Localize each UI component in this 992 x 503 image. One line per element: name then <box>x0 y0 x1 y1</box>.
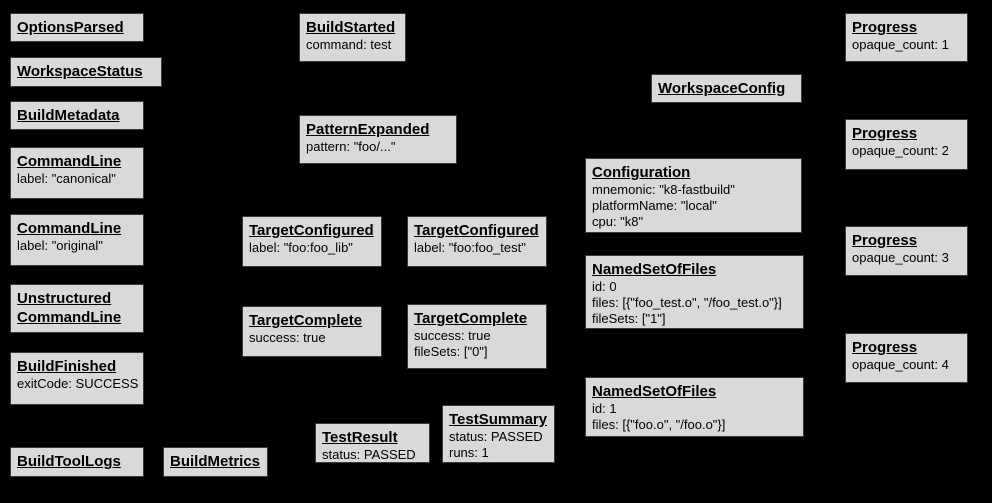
target-configured-foo-lib-field: label: "foo:foo_lib" <box>249 240 353 255</box>
named-set-of-files-0-field: files: [{"foo_test.o", "/foo_test.o"}] <box>592 295 782 310</box>
named-set-of-files-1-field: id: 1 <box>592 401 617 416</box>
test-summary-field: status: PASSED <box>449 429 543 444</box>
workspace-status-box: WorkspaceStatus <box>10 57 162 87</box>
target-configured-foo-test-title: TargetConfigured <box>414 222 539 239</box>
options-parsed-box: OptionsParsed <box>10 13 144 42</box>
pattern-expanded-field: pattern: "foo/..." <box>306 139 396 154</box>
target-complete-foo-test-field: success: true <box>414 328 491 343</box>
command-line-canonical-title: CommandLine <box>17 153 122 170</box>
workspace-config-box: WorkspaceConfig <box>651 74 802 103</box>
test-result-title: TestResult <box>322 429 398 446</box>
named-set-of-files-0-title: NamedSetOfFiles <box>592 261 717 278</box>
test-summary-title: TestSummary <box>449 411 548 428</box>
named-set-of-files-1-field: files: [{"foo.o", "/foo.o"}] <box>592 417 726 432</box>
progress-1-field: opaque_count: 1 <box>852 37 949 52</box>
unstructured-command-line-title: Unstructured CommandLine <box>17 290 122 326</box>
target-complete-foo-test-title: TargetComplete <box>414 310 528 327</box>
progress-2-field: opaque_count: 2 <box>852 143 949 158</box>
test-result-field: status: PASSED <box>322 447 416 462</box>
build-started-title: BuildStarted <box>306 19 396 36</box>
pattern-expanded-title: PatternExpanded <box>306 121 430 138</box>
configuration-title: Configuration <box>592 164 691 181</box>
build-metadata-title: BuildMetadata <box>17 107 120 124</box>
named-set-of-files-0-field: fileSets: ["1"] <box>592 311 666 326</box>
test-summary-field: runs: 1 <box>449 445 489 460</box>
progress-4-field: opaque_count: 4 <box>852 357 949 372</box>
progress-4-title: Progress <box>852 339 918 356</box>
target-configured-foo-lib-title: TargetConfigured <box>249 222 374 239</box>
command-line-original-field: label: "original" <box>17 238 103 253</box>
progress-2-title: Progress <box>852 125 918 142</box>
progress-3-title: Progress <box>852 232 918 249</box>
build-metadata-box: BuildMetadata <box>10 101 144 130</box>
named-set-of-files-1-title: NamedSetOfFiles <box>592 383 717 400</box>
target-complete-foo-test-field: fileSets: ["0"] <box>414 344 488 359</box>
workspace-status-title: WorkspaceStatus <box>17 63 143 80</box>
build-tool-logs-title: BuildToolLogs <box>17 453 121 470</box>
build-tool-logs-box: BuildToolLogs <box>10 447 144 477</box>
build-finished-field: exitCode: SUCCESS <box>17 376 139 391</box>
workspace-config-title: WorkspaceConfig <box>658 80 786 97</box>
configuration-field: platformName: "local" <box>592 198 717 213</box>
configuration-field: mnemonic: "k8-fastbuild" <box>592 182 735 197</box>
build-metrics-box: BuildMetrics <box>163 447 268 477</box>
progress-3-field: opaque_count: 3 <box>852 250 949 265</box>
target-configured-foo-test-field: label: "foo:foo_test" <box>414 240 526 255</box>
progress-1-title: Progress <box>852 19 918 36</box>
unstructured-command-line-box: Unstructured CommandLine <box>10 284 144 333</box>
command-line-canonical-field: label: "canonical" <box>17 171 116 186</box>
options-parsed-title: OptionsParsed <box>17 19 124 36</box>
build-metrics-title: BuildMetrics <box>170 453 261 470</box>
build-finished-title: BuildFinished <box>17 358 117 375</box>
named-set-of-files-0-field: id: 0 <box>592 279 617 294</box>
build-started-field: command: test <box>306 37 392 52</box>
target-complete-foo-lib-field: success: true <box>249 330 326 345</box>
configuration-field: cpu: "k8" <box>592 214 644 229</box>
command-line-original-title: CommandLine <box>17 220 122 237</box>
target-complete-foo-lib-title: TargetComplete <box>249 312 363 329</box>
